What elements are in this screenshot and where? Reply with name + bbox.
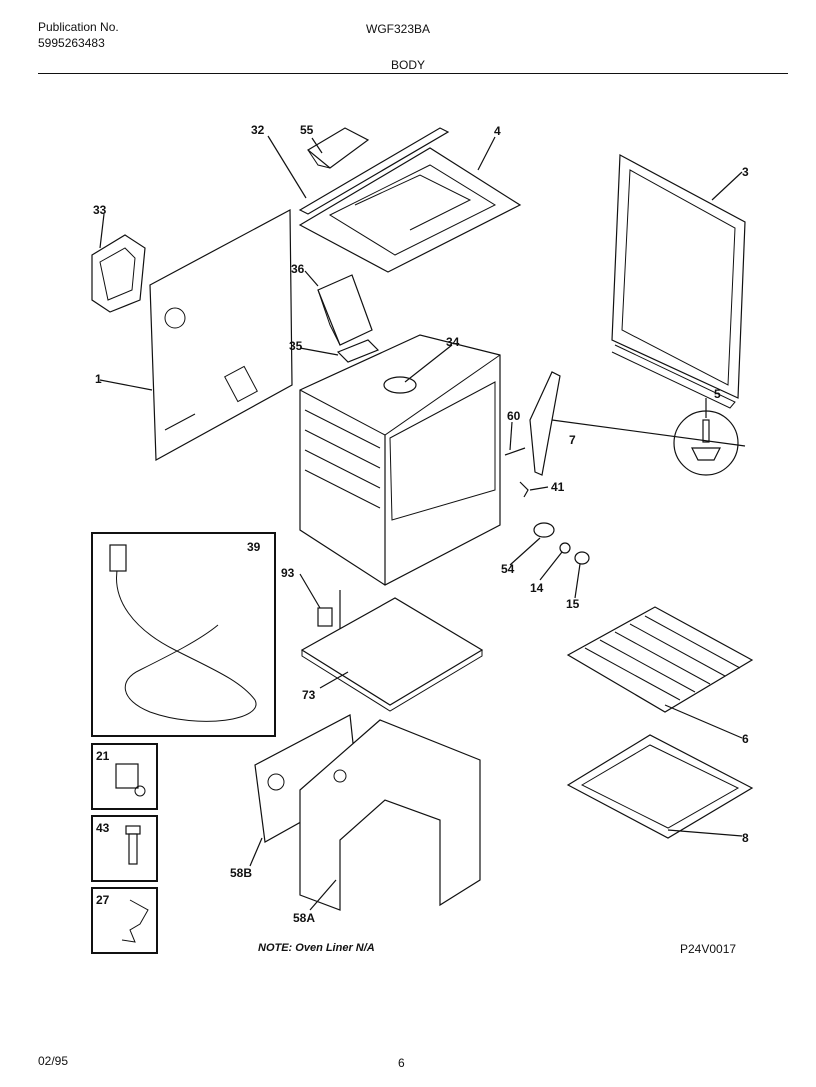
part-1-back-panel — [149, 209, 293, 461]
callout-39: 39 — [247, 540, 261, 554]
callout-36: 36 — [291, 262, 305, 276]
callout-5: 5 — [714, 387, 721, 401]
part-8-pan — [566, 734, 754, 839]
callout-93: 93 — [281, 566, 295, 580]
callout-7: 7 — [569, 433, 576, 447]
callout-4: 4 — [494, 124, 501, 138]
callout-14: 14 — [530, 581, 544, 595]
part-33-bracket — [91, 234, 146, 313]
leader-lines — [99, 135, 746, 911]
part-15-cover — [574, 551, 590, 565]
part-21-box — [91, 743, 158, 810]
callout-35: 35 — [289, 339, 303, 353]
part-41-clip — [519, 481, 529, 498]
callout-33: 33 — [93, 203, 107, 217]
footer-date: 02/95 — [38, 1054, 69, 1068]
publication-label: Publication No. — [38, 20, 119, 34]
oven-liner-note: NOTE: Oven Liner N/A — [258, 942, 375, 954]
part-14-bulb — [559, 542, 571, 554]
part-58a-wrapper — [299, 719, 481, 911]
callout-43: 43 — [96, 821, 110, 835]
part-43-box — [91, 815, 158, 882]
section-title: BODY — [391, 58, 426, 72]
part-3-door — [611, 154, 746, 409]
callout-8: 8 — [742, 831, 749, 845]
callout-58a: 58A — [293, 911, 315, 925]
callout-54: 54 — [501, 562, 515, 576]
callout-58b: 58B — [230, 866, 252, 880]
callout-55: 55 — [300, 123, 314, 137]
oven-cabinet — [299, 334, 501, 586]
part-32-strip — [298, 127, 450, 215]
part-34-burner — [383, 376, 417, 394]
part-39-cord-box — [91, 532, 276, 737]
callout-34: 34 — [446, 335, 460, 349]
part-6-rack — [566, 606, 754, 713]
part-55-bracket — [306, 127, 370, 169]
callout-41: 41 — [551, 480, 565, 494]
part-73-bottom-panel — [300, 597, 484, 712]
callout-1: 1 — [95, 372, 102, 386]
diagram-code: P24V0017 — [680, 942, 737, 956]
callout-32: 32 — [251, 123, 265, 137]
part-5-detail — [673, 398, 739, 476]
callout-21: 21 — [96, 749, 110, 763]
part-27-box — [91, 887, 158, 954]
part-54-socket — [533, 522, 555, 538]
callout-73: 73 — [302, 688, 316, 702]
part-35-plate — [336, 339, 380, 363]
callout-15: 15 — [566, 597, 580, 611]
page-number: 6 — [398, 1056, 405, 1070]
callout-3: 3 — [742, 165, 749, 179]
callout-6: 6 — [742, 732, 749, 746]
header-rule — [38, 73, 788, 74]
model-number: WGF323BA — [366, 22, 431, 36]
part-36-duct — [317, 274, 373, 346]
callout-27: 27 — [96, 893, 110, 907]
part-4-cooktop-pan — [298, 147, 522, 273]
part-7-hinge — [504, 371, 561, 476]
publication-number: 5995263483 — [38, 36, 105, 50]
callout-60: 60 — [507, 409, 521, 423]
